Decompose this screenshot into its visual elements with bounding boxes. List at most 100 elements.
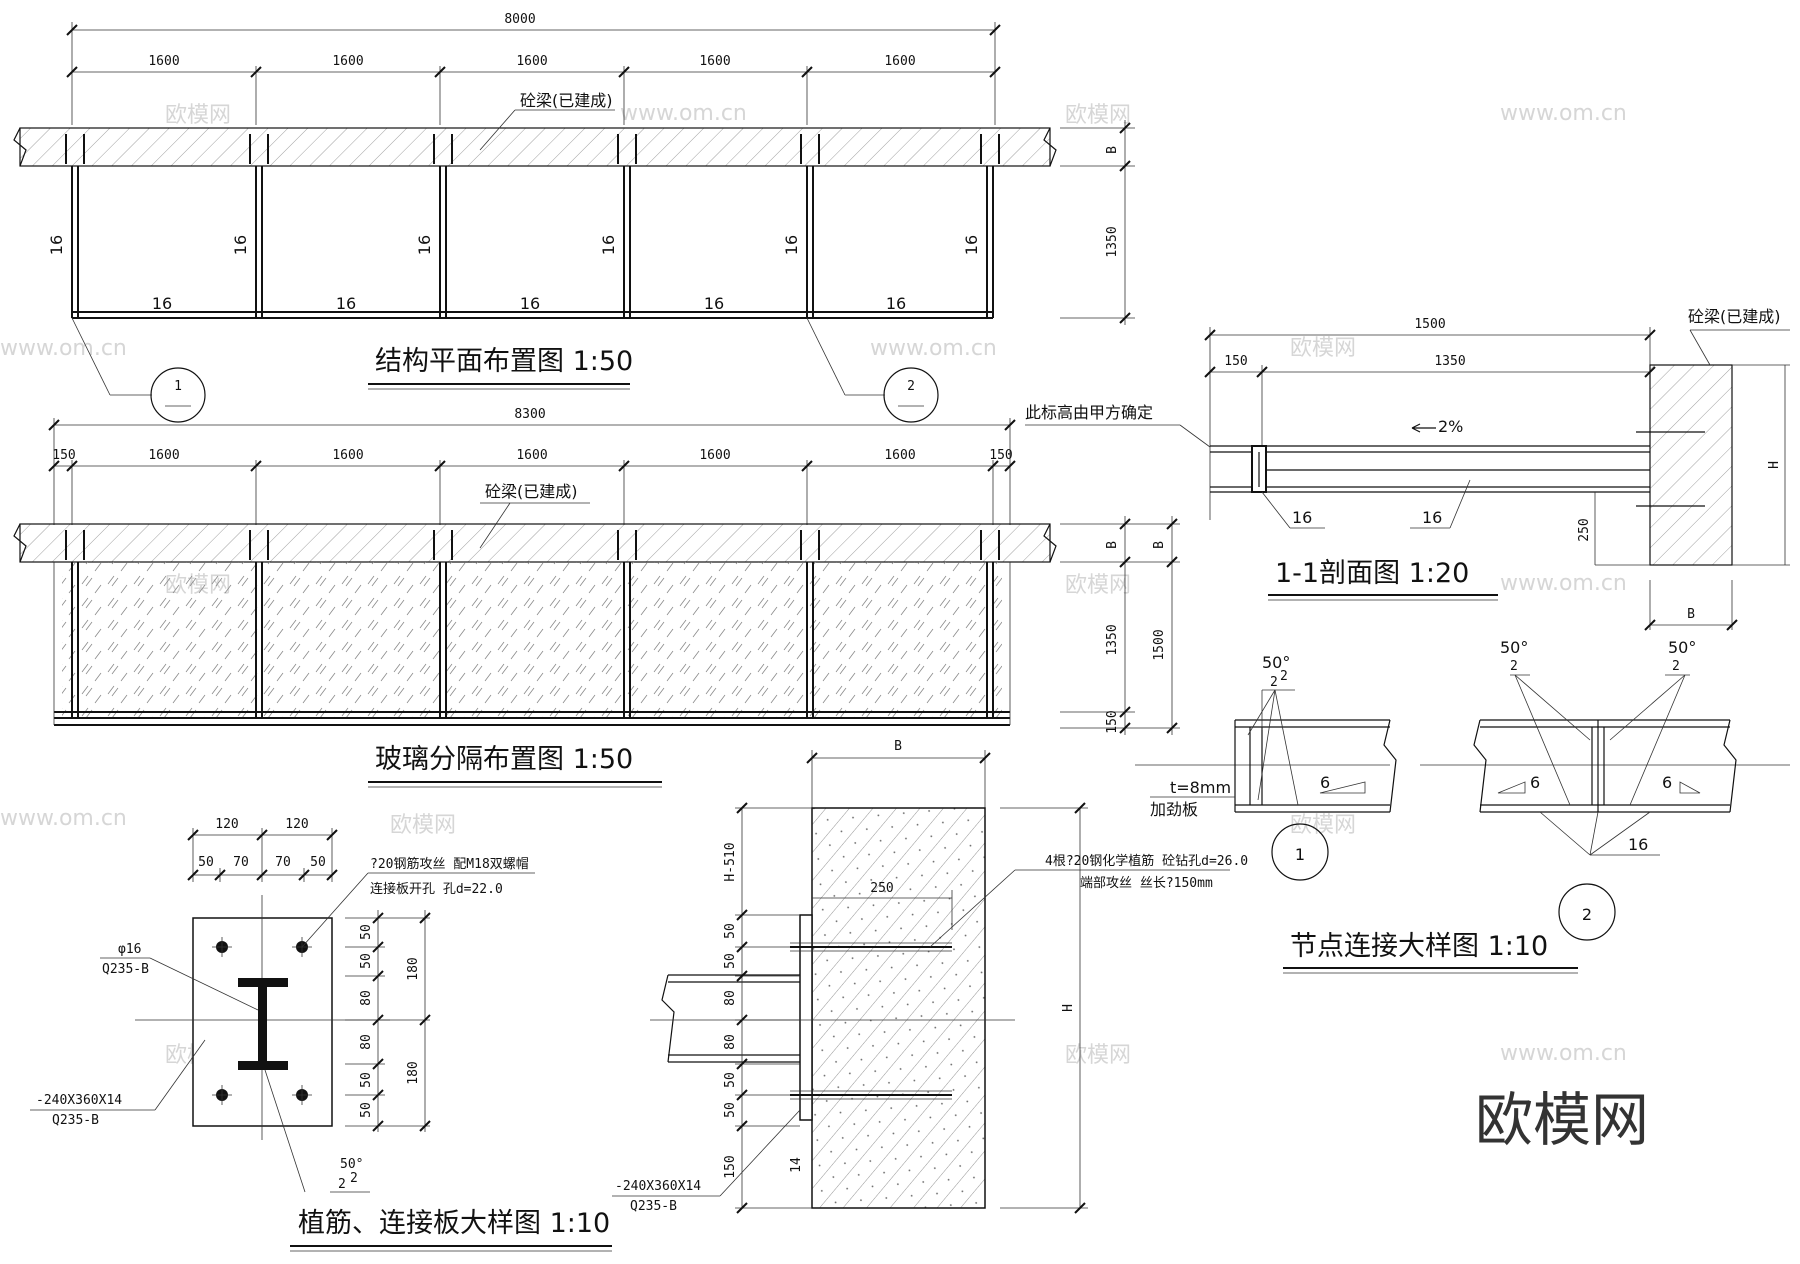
dim-bay: 1600: [699, 54, 730, 69]
beam-label: 砼梁(已建成): [520, 91, 613, 110]
dim-edge: 150: [52, 448, 75, 463]
weld-6: 6: [1662, 773, 1672, 792]
dim-bottom: 150: [1105, 710, 1120, 733]
member-label: 16: [1292, 508, 1312, 527]
watermark-url: www.om.cn: [0, 806, 127, 831]
dim-depth-total: 1500: [1152, 629, 1167, 660]
dim-h: H: [1061, 1004, 1076, 1012]
dim-bay: 1600: [332, 54, 363, 69]
rebar-note: 4根?20钢化学植筋 砼钻孔d=26.0: [1045, 853, 1248, 869]
glass-title: 玻璃分隔布置图 1:50: [375, 744, 633, 775]
dim-side-total: 180: [406, 957, 421, 980]
dim-side: 50: [359, 1102, 374, 1118]
dim-side: 50: [359, 924, 374, 940]
section-note: Q235-B: [102, 962, 149, 977]
member-label: 16: [415, 235, 434, 255]
member-label: 16: [152, 294, 172, 313]
watermark-url: www.om.cn: [870, 336, 997, 361]
dim-b: B: [894, 739, 902, 754]
member-label: 16: [336, 294, 356, 313]
rebar-hole-note: 连接板开孔 孔d=22.0: [370, 881, 503, 897]
weld-size: 2: [1270, 675, 1278, 690]
weld-size: 2: [1280, 669, 1288, 684]
dim-offset: 250: [1577, 518, 1592, 541]
weld-size: 2: [350, 1171, 358, 1186]
plate-title: 植筋、连接板大样图 1:10: [298, 1208, 610, 1239]
dim-side: 50: [359, 953, 374, 969]
dim-bay: 1600: [148, 54, 179, 69]
section-title: 1-1剖面图 1:20: [1275, 558, 1469, 589]
watermark-url: www.om.cn: [0, 336, 127, 361]
watermark: 欧模网: [390, 813, 456, 838]
dim-seg: 50: [723, 1072, 738, 1088]
slope-label: 2%: [1438, 417, 1463, 436]
member-label: 16: [1628, 835, 1648, 854]
watermark: 欧模网: [1290, 336, 1356, 361]
section-note: φ16: [118, 942, 141, 957]
watermark-url: www.om.cn: [1500, 1041, 1627, 1066]
callout-1: 1: [1295, 845, 1305, 864]
dim-top: H-510: [723, 842, 738, 881]
dim-top: 120: [215, 817, 238, 832]
plate-detail-view: 120 120 50 70 70 50 ?20钢筋攻丝 配M18双螺帽 连接板开…: [30, 817, 612, 1252]
stiffener-t: t=8mm: [1170, 778, 1231, 797]
watermark: 欧模网: [1065, 1043, 1131, 1068]
plate-note: -240X360X14: [36, 1093, 122, 1108]
dim-seg: 80: [723, 990, 738, 1006]
weld-size: 2: [338, 1177, 346, 1192]
plate-note: Q235-B: [52, 1113, 99, 1128]
callout-2: 2: [1582, 905, 1592, 924]
dim-seg: 50: [723, 1102, 738, 1118]
dim-bay: 1600: [332, 448, 363, 463]
dim-depth: 1350: [1105, 624, 1120, 655]
elevation-note: 此标高由甲方确定: [1025, 403, 1153, 422]
dim-h: H: [1767, 461, 1782, 469]
dim-seg: 50: [723, 953, 738, 969]
beam-label: 砼梁(已建成): [1688, 307, 1781, 326]
watermark: 欧模网: [1065, 573, 1131, 598]
watermark: 欧模网: [165, 103, 231, 128]
dim-bay: 1600: [148, 448, 179, 463]
dim-total: 8000: [504, 12, 535, 27]
watermark: 欧模网: [1290, 813, 1356, 838]
section-view: 1500 150 1350 砼梁(已建成) 此标高由甲方确定 2% 16 16: [1025, 307, 1790, 631]
rebar-note: 端部攻丝 丝长?150mm: [1080, 876, 1213, 891]
dim-sub: 50: [198, 855, 214, 870]
weld-angle: 50°: [1500, 638, 1528, 657]
dim-seg: 50: [723, 923, 738, 939]
dim-sub: 70: [233, 855, 249, 870]
watermark-url: www.om.cn: [1500, 571, 1627, 596]
dim-embed: 250: [870, 881, 893, 896]
stiffener-label: 加劲板: [1150, 800, 1198, 819]
dim-bay: 1600: [884, 448, 915, 463]
dim-bay: 1600: [516, 448, 547, 463]
member-label: 16: [782, 235, 801, 255]
dim-sub: 70: [275, 855, 291, 870]
dim-sub: 50: [310, 855, 326, 870]
member-label: 16: [886, 294, 906, 313]
dim-left: 150: [1224, 354, 1247, 369]
callout-1: 1: [174, 379, 182, 394]
dim-total: 1500: [1414, 317, 1445, 332]
plate-note: -240X360X14: [615, 1179, 701, 1194]
dim-side: 50: [359, 1072, 374, 1088]
weld-size: 2: [1672, 659, 1680, 674]
dim-depth: 1350: [1105, 226, 1120, 257]
dim-total: 8300: [514, 407, 545, 422]
dim-b: B: [1105, 146, 1120, 154]
weld-size: 2: [1510, 659, 1518, 674]
dim-plate-t: 14: [789, 1157, 804, 1173]
plan-view: 8000 1600 1600 1600 1600 1600 砼梁(已建成): [13, 12, 1135, 423]
dim-edge: 150: [989, 448, 1012, 463]
dim-b: B: [1687, 607, 1695, 622]
callout-2: 2: [907, 379, 915, 394]
node-title: 节点连接大样图 1:10: [1290, 931, 1548, 962]
dim-bay: 1600: [699, 448, 730, 463]
dim-b: B: [1152, 541, 1167, 549]
member-label: 16: [1422, 508, 1442, 527]
member-label: 16: [47, 235, 66, 255]
glass-view: 8300 150 150 1600 1600 1600 1600 1600 砼梁…: [13, 407, 1180, 788]
weld-angle: 50°: [340, 1157, 363, 1172]
dim-side: 80: [359, 990, 374, 1006]
